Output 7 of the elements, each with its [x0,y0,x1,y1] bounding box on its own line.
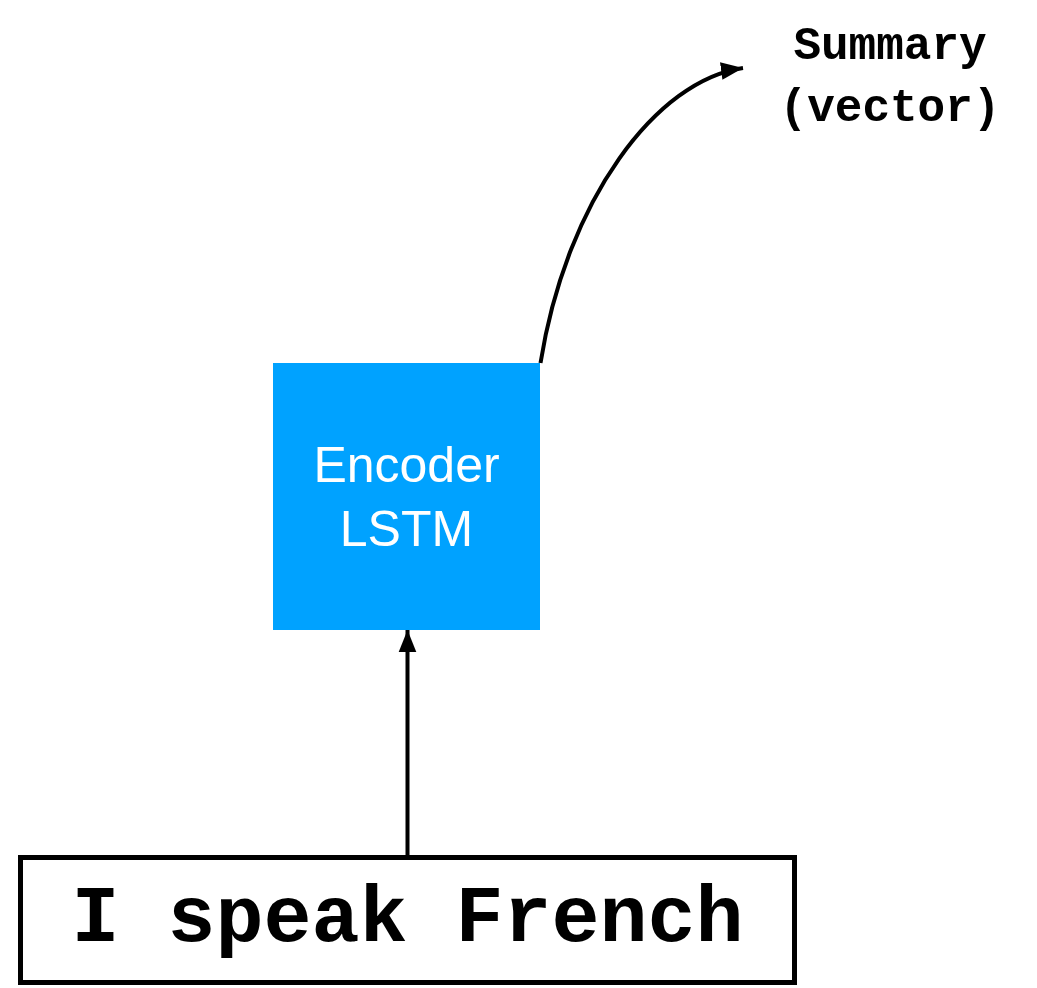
input-sentence-box [18,855,797,985]
arrow [538,64,744,364]
input-sentence: I speak French [71,880,744,960]
encoder-box [273,363,540,630]
output-text: Summary (vector) [778,20,1002,137]
encoder-label: Encoder LSTM [312,435,501,559]
arrow [398,630,417,855]
